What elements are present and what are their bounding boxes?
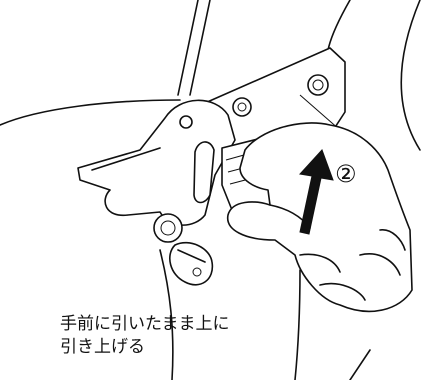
caption-line-2: 引き上げる <box>60 337 145 357</box>
instruction-caption: 手前に引いたまま上に 引き上げる <box>60 313 230 359</box>
vehicle-body-lines <box>0 0 421 380</box>
key-icon <box>169 241 214 286</box>
step-number: ② <box>335 160 357 188</box>
lock-body <box>77 99 236 243</box>
hand-icon <box>227 122 413 313</box>
arrow-up-icon <box>299 149 334 235</box>
caption-line-1: 手前に引いたまま上に <box>60 314 230 334</box>
